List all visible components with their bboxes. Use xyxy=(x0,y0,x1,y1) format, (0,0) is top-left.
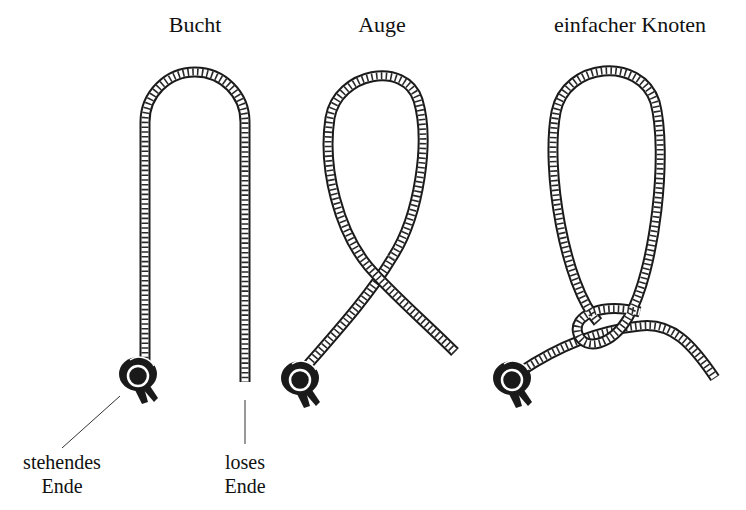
figure-title: Bucht xyxy=(169,12,222,38)
rope-part-label: loses Ende xyxy=(215,450,275,498)
figure-title: Auge xyxy=(358,12,406,38)
rope-part-label: stehendes Ende xyxy=(7,450,117,498)
figure-title: einfacher Knoten xyxy=(554,12,706,38)
